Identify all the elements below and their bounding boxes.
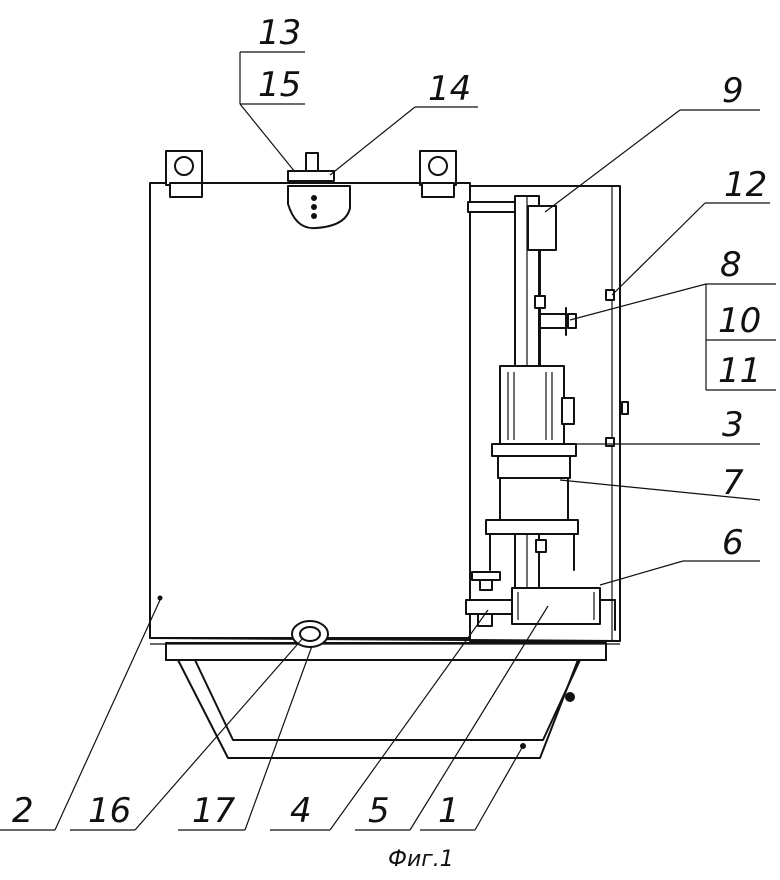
figure-caption: Фиг.1 xyxy=(388,847,454,872)
label-6: 6 xyxy=(722,523,744,563)
callout-labels: 13 15 14 9 12 8 10 11 3 7 6 2 16 17 4 5 … xyxy=(12,13,767,831)
label-12: 12 xyxy=(724,165,767,205)
label-7: 7 xyxy=(722,463,744,503)
filter-block xyxy=(465,571,616,631)
label-15: 15 xyxy=(258,65,301,105)
label-9: 9 xyxy=(722,71,744,111)
label-1: 1 xyxy=(438,791,460,831)
leader-lines xyxy=(0,51,776,831)
label-5: 5 xyxy=(368,791,390,831)
label-8: 8 xyxy=(720,245,742,285)
label-16: 16 xyxy=(88,791,131,831)
label-2: 2 xyxy=(12,791,34,831)
label-17: 17 xyxy=(192,791,236,831)
label-13: 13 xyxy=(258,13,301,53)
drain-fitting xyxy=(291,620,329,648)
side-cabinet xyxy=(469,185,629,642)
top-fitting xyxy=(287,152,351,230)
label-11: 11 xyxy=(718,351,761,391)
label-3: 3 xyxy=(722,405,744,445)
label-14: 14 xyxy=(428,69,471,109)
pump-motor xyxy=(485,365,579,571)
base-frame xyxy=(165,642,607,759)
label-4: 4 xyxy=(290,791,312,831)
label-10: 10 xyxy=(718,301,761,341)
